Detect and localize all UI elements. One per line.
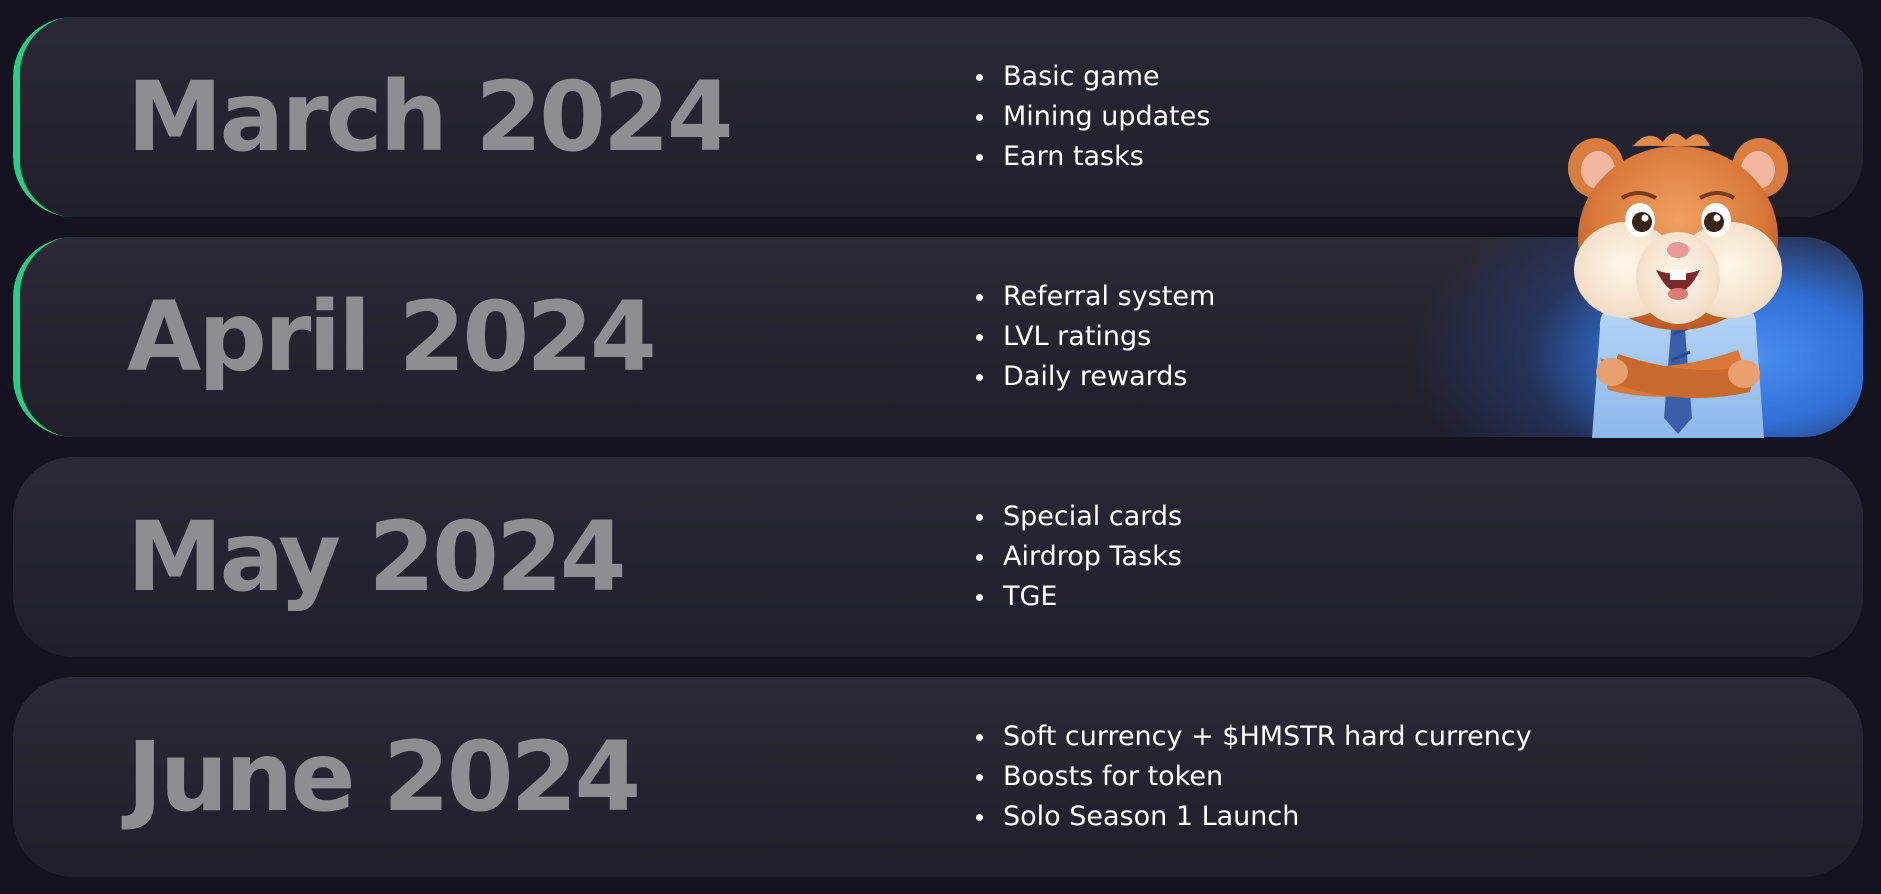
bullet-icon [976, 114, 983, 121]
milestone-card-may-2024: May 2024 Special cards Airdrop Tasks TGE [13, 457, 1863, 657]
milestone-item-text: Boosts for token [1003, 761, 1224, 792]
bullet-icon [976, 814, 983, 821]
milestone-items: Basic game Mining updates Earn tasks [976, 57, 1211, 177]
milestone-item: Airdrop Tasks [976, 537, 1182, 577]
bullet-icon [976, 594, 983, 601]
milestone-item-text: Mining updates [1003, 101, 1211, 132]
milestone-item-text: LVL ratings [1003, 321, 1152, 352]
milestone-item: Boosts for token [976, 757, 1532, 797]
hamster-mascot-icon [1568, 133, 1788, 438]
milestone-item-text: Daily rewards [1003, 361, 1188, 392]
milestone-card-april-2024: April 2024 Referral system LVL ratings D… [13, 237, 1863, 437]
milestone-item-text: Special cards [1003, 501, 1183, 532]
milestone-card-march-2024: March 2024 Basic game Mining updates Ear… [13, 17, 1863, 217]
milestone-item: Solo Season 1 Launch [976, 797, 1532, 837]
bullet-icon [976, 374, 983, 381]
milestone-title: May 2024 [127, 501, 627, 613]
milestone-item: Mining updates [976, 97, 1211, 137]
milestone-title: June 2024 [127, 721, 641, 833]
bullet-icon [976, 514, 983, 521]
bullet-icon [976, 554, 983, 561]
milestone-item-text: Solo Season 1 Launch [1003, 801, 1300, 832]
bullet-icon [976, 774, 983, 781]
milestone-item-text: Basic game [1003, 61, 1160, 92]
milestone-item-text: TGE [1003, 581, 1058, 612]
bullet-icon [976, 734, 983, 741]
milestone-card-june-2024: June 2024 Soft currency + $HMSTR hard cu… [13, 677, 1863, 877]
milestone-item: Special cards [976, 497, 1183, 537]
bullet-icon [976, 154, 983, 161]
bullet-icon [976, 294, 983, 301]
milestone-item-text: Soft currency + $HMSTR hard currency [1003, 721, 1532, 752]
milestone-item: Referral system [976, 277, 1216, 317]
milestone-item-text: Earn tasks [1003, 141, 1144, 172]
milestone-title: March 2024 [127, 61, 734, 173]
milestone-items: Referral system LVL ratings Daily reward… [976, 277, 1216, 397]
milestone-item: Daily rewards [976, 357, 1215, 397]
milestone-items: Special cards Airdrop Tasks TGE [976, 497, 1183, 617]
milestone-item: Basic game [976, 57, 1210, 97]
milestone-title: April 2024 [127, 281, 657, 393]
milestone-item: LVL ratings [976, 317, 1215, 357]
bullet-icon [976, 334, 983, 341]
milestone-item-text: Airdrop Tasks [1003, 541, 1182, 572]
milestone-items: Soft currency + $HMSTR hard currency Boo… [976, 717, 1532, 837]
milestone-item: TGE [976, 577, 1182, 617]
milestone-item-text: Referral system [1003, 281, 1216, 312]
milestone-item: Soft currency + $HMSTR hard currency [976, 717, 1532, 757]
milestone-item: Earn tasks [976, 137, 1210, 177]
bullet-icon [976, 74, 983, 81]
